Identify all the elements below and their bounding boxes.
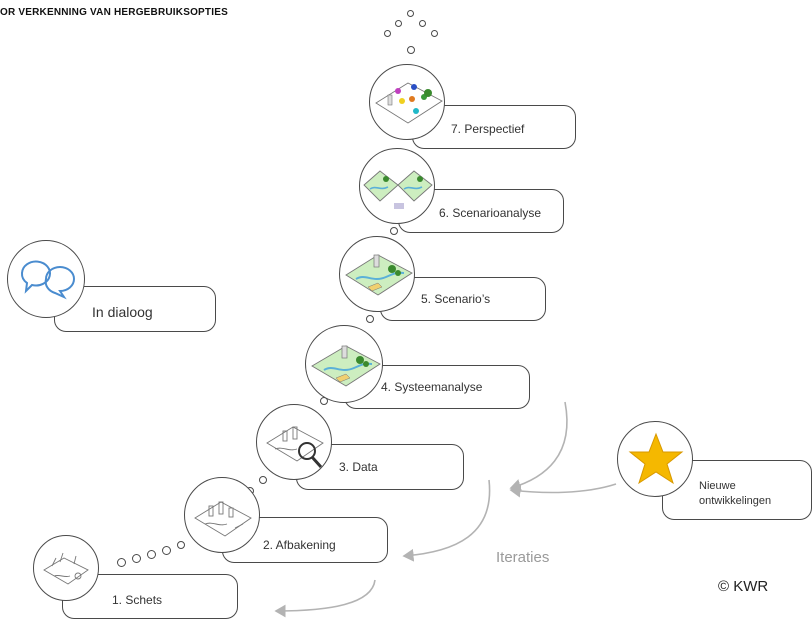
step-6-label: 6. Scenarioanalyse [439,206,542,220]
step-1-icon [33,535,99,601]
step-5-icon [339,236,415,312]
page-title: OR VERKENNING VAN HERGEBRUIKSOPTIES [0,7,228,18]
iteration-arrow-1 [509,401,568,492]
copyright-label: © KWR [718,578,769,595]
connector-dot [419,20,426,27]
step-2-icon [184,477,260,553]
new-developments-arrow [509,483,617,498]
new-developments-label-line1: Nieuwe [699,480,736,492]
dialog-label: In dialoog [92,304,153,320]
iteration-arrow-3 [274,579,376,618]
step-6-box[interactable]: 6. Scenarioanalyse [398,189,564,233]
connector-dot [390,227,398,235]
iterations-label: Iteraties [496,549,550,566]
step-7-icon [369,64,445,140]
step-2-label: 2. Afbakening [263,538,336,552]
magnifier-icon [298,442,323,469]
step-3-icon [256,404,332,480]
connector-dot [259,476,267,484]
connector-dot [395,20,402,27]
step-7-label: 7. Perspectief [451,122,525,136]
connector-dot [384,30,391,37]
step-6-icon [359,148,435,224]
step-1-label: 1. Schets [112,593,163,607]
step-3-box[interactable]: 3. Data [296,444,464,490]
step-3-label: 3. Data [339,460,378,474]
connector-dot [407,46,415,54]
connector-dot [407,10,414,17]
step-4-icon [305,325,383,403]
star-icon [617,421,693,497]
dialog-box[interactable]: In dialoog [54,286,216,332]
connector-dot [177,541,185,549]
chat-icon [7,240,85,318]
connector-dot [431,30,438,37]
step-5-label: 5. Scenario’s [421,292,491,306]
new-developments-label-line2: ontwikkelingen [699,495,772,507]
step-4-label: 4. Systeemanalyse [381,380,483,394]
connector-dot [162,546,171,555]
connector-dot [366,315,374,323]
step-7-box[interactable]: 7. Perspectief [412,105,576,149]
connector-dot [117,558,126,567]
connector-dot [147,550,156,559]
connector-dot [132,554,141,563]
iteration-arrow-2 [402,479,491,562]
